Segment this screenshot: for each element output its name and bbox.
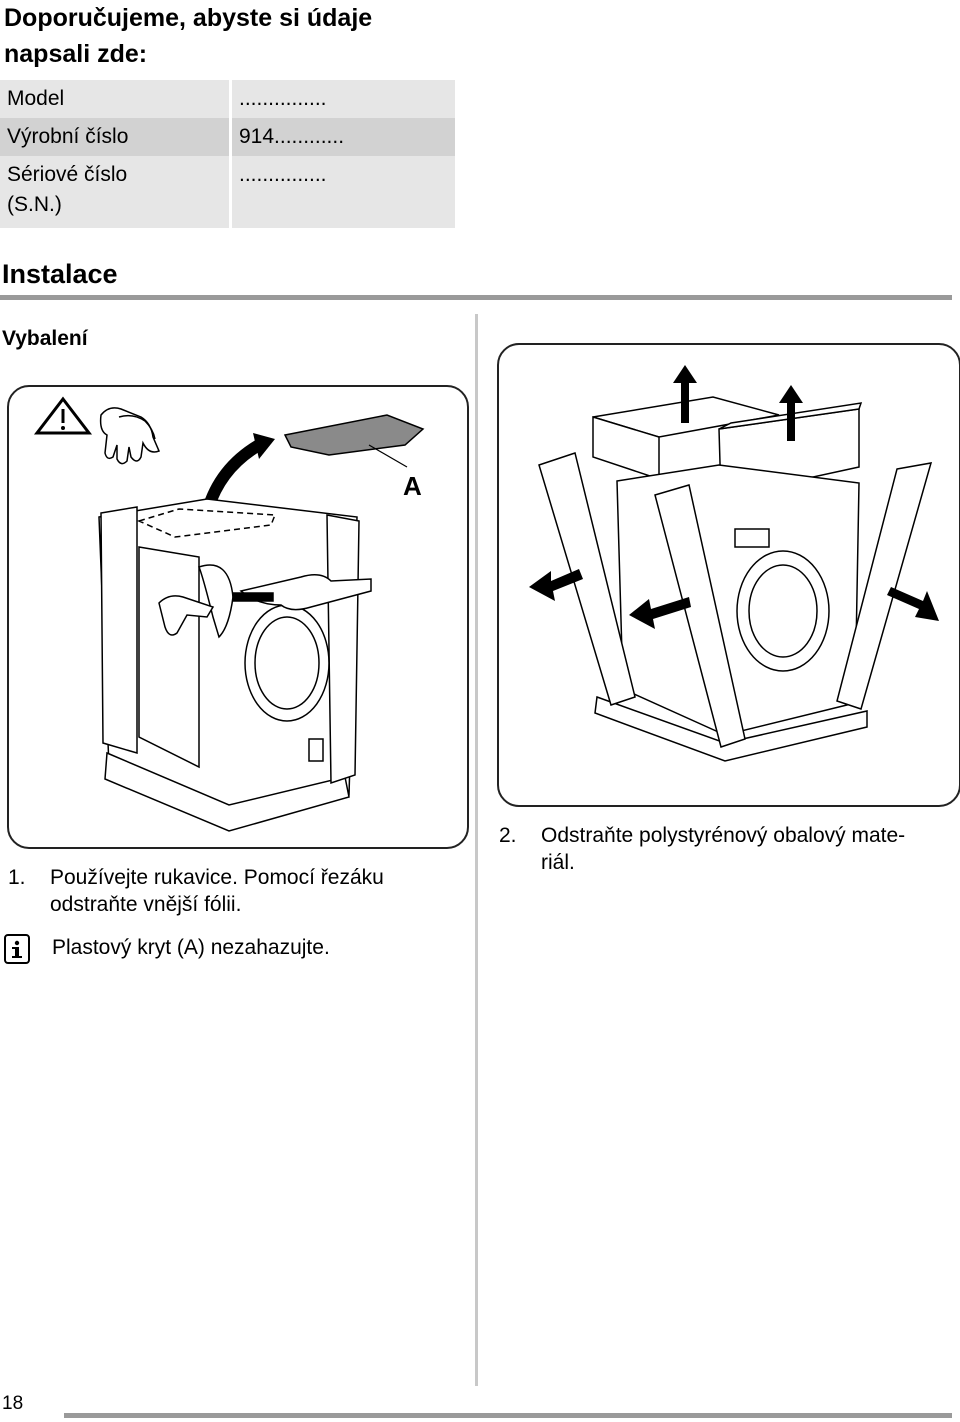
step-1-number: 1. [8,866,26,889]
model-label: Model [0,80,232,118]
section-divider [0,295,952,300]
figure-remove-foil-illustration: A [33,396,425,832]
figure-remove-foil: A [7,385,469,849]
page-number: 18 [2,1393,24,1414]
product-number-value: 914............ [230,118,455,156]
serial-number-label-line2: (S.N.) [7,193,62,216]
section-title: Instalace [2,259,118,289]
model-value: ............... [230,80,455,118]
step-1-text-line2: odstraňte vnější fólii. [50,893,242,916]
serial-number-value: ............... [230,156,455,228]
page-heading: Doporučujeme, abyste si údaje napsali zd… [4,0,504,72]
figure-remove-polystyrene-illustration [529,365,939,762]
hands-with-cutter [158,574,372,636]
washing-machine-package [98,498,360,832]
label-a: A [403,471,422,501]
step-2-text: Odstraňte polystyrénový obalový mate- ri… [541,822,941,876]
step-1: 1. Používejte rukavice. Pomocí řezáku od… [8,864,468,924]
note-text: Plastový kryt (A) nezahazujte. [52,936,330,959]
step-2-text-line2: riál. [541,851,575,874]
info-icon [4,934,30,964]
table-row-model: Model ............... [0,80,455,118]
warning-icon [33,396,93,435]
figure-remove-polystyrene [497,343,960,807]
up-arrows [673,365,803,441]
column-divider [475,314,478,1386]
step-2-number: 2. [499,824,517,847]
footer-divider [64,1413,952,1418]
step-2-text-line1: Odstraňte polystyrénový obalový mate- [541,824,906,847]
product-number-label: Výrobní číslo [0,118,232,156]
table-row-serial-number: Sériové číslo (S.N.) ............... [0,156,455,228]
page-heading-line1: Doporučujeme, abyste si údaje [4,4,373,32]
page-heading-line2: napsali zde: [4,40,148,68]
step-1-text: Používejte rukavice. Pomocí řezáku odstr… [50,864,450,918]
side-arrows [529,569,939,629]
step-2: 2. Odstraňte polystyrénový obalový mate-… [499,822,939,882]
plastic-cover-shape [283,414,425,456]
step-1-text-line1: Používejte rukavice. Pomocí řezáku [50,866,384,889]
gloves-icon [99,407,160,465]
product-info-table: Model ............... Výrobní číslo 914.… [0,80,455,228]
serial-number-label: Sériové číslo (S.N.) [0,156,232,228]
table-row-product-number: Výrobní číslo 914............ [0,118,455,156]
polystyrene-corner-pieces [538,452,933,748]
serial-number-label-line1: Sériové číslo [7,163,128,186]
subsection-title: Vybalení [2,327,88,350]
